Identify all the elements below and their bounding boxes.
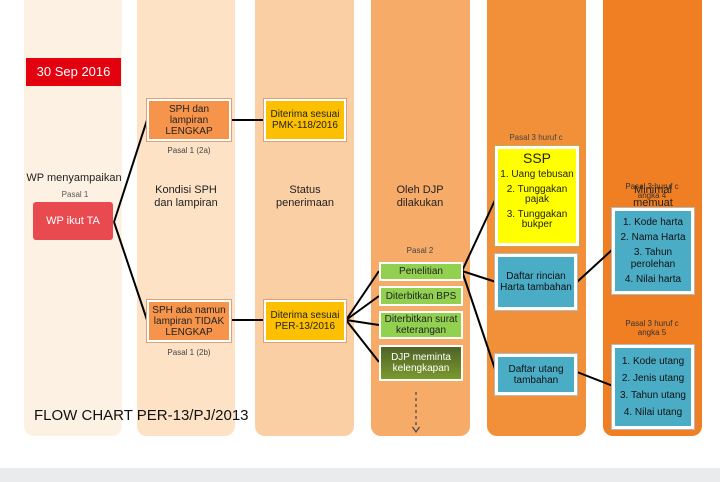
sph-lengkap-ref: Pasal 1 (2a) bbox=[167, 146, 211, 155]
header-wp-ref: Pasal 1 bbox=[61, 190, 89, 199]
utang-ref: Pasal 3 huruf c angka 5 bbox=[625, 319, 679, 337]
diterima-pmk-box: Diterima sesuai PMK-118/2016 bbox=[264, 99, 346, 141]
sph-tidak-lengkap-box: SPH ada namun lampiran TIDAK LENGKAP bbox=[147, 300, 231, 342]
minimal-memuat-header: Minimal memuat bbox=[633, 184, 673, 209]
column-kondisi bbox=[137, 0, 235, 436]
harta-ref: Pasal 3 huruf c angka 4 bbox=[625, 182, 679, 200]
flowchart-title: FLOW CHART PER-13/PJ/2013 bbox=[34, 407, 249, 424]
harta-item-1: 1. Kode harta bbox=[622, 217, 684, 229]
utang-item-1: 1. Kode utang bbox=[621, 355, 685, 367]
line-penelitian-ssp bbox=[461, 197, 497, 272]
pasal2-label: Pasal 2 bbox=[406, 246, 434, 255]
harta-list-box: 1. Kode harta 2. Nama Harta 3. Tahun per… bbox=[612, 208, 694, 294]
diterima-per-box: Diterima sesuai PER-13/2016 bbox=[264, 300, 346, 342]
line-wp-lengkap bbox=[113, 119, 148, 223]
utang-item-4: 4. Nilai utang bbox=[623, 407, 683, 419]
date-badge: 30 Sep 2016 bbox=[26, 58, 121, 86]
dashed-arrow-head bbox=[412, 426, 420, 434]
daftar-utang-box: Daftar utang tambahan bbox=[495, 354, 577, 395]
sph-lengkap-box: SPH dan lampiran LENGKAP bbox=[147, 99, 231, 141]
header-status: Status penerimaan bbox=[275, 184, 335, 209]
harta-item-3: 3. Tahun perolehan bbox=[630, 247, 676, 270]
penelitian-box: Penelitian bbox=[379, 262, 463, 281]
utang-item-2: 2. Jenis utang bbox=[621, 372, 685, 384]
header-djp: Oleh DJP dilakukan bbox=[396, 184, 444, 209]
ssp-ref: Pasal 3 huruf c bbox=[509, 133, 563, 142]
sph-tidak-lengkap-ref: Pasal 1 (2b) bbox=[167, 348, 211, 357]
wp-ikut-ta-box: WP ikut TA bbox=[33, 202, 113, 240]
line-penelitian-utang bbox=[461, 270, 497, 373]
line-per-meminta bbox=[345, 319, 380, 363]
line-per-penelitian bbox=[345, 270, 380, 321]
ssp-item-2: 2. Tunggakan pajak bbox=[506, 183, 568, 206]
harta-item-4: 4. Nilai harta bbox=[624, 273, 682, 285]
daftar-harta-box: Daftar rincian Harta tambahan bbox=[495, 254, 577, 310]
diterbitkan-bps-box: Diterbitkan BPS bbox=[379, 286, 463, 306]
bottom-bar bbox=[0, 468, 720, 482]
utang-item-3: 3. Tahun utang bbox=[620, 390, 686, 401]
header-kondisi: Kondisi SPH dan lampiran bbox=[154, 184, 218, 209]
diterbitkan-surat-box: Diterbitkan surat keterangan bbox=[379, 311, 463, 339]
djp-meminta-box: DJP meminta kelengkapan bbox=[379, 345, 463, 381]
line-wp-tidak-lengkap bbox=[113, 221, 148, 321]
harta-item-2: 2. Nama Harta bbox=[620, 232, 686, 244]
header-wp: WP menyampaikan bbox=[26, 172, 122, 184]
line-harta-list bbox=[576, 248, 614, 283]
column-status bbox=[255, 0, 354, 436]
utang-list-box: 1. Kode utang 2. Jenis utang 3. Tahun ut… bbox=[612, 345, 694, 429]
line-utang-list bbox=[576, 371, 614, 387]
ssp-box: SSP 1. Uang tebusan 2. Tunggakan pajak 3… bbox=[495, 146, 579, 246]
line-per-bps bbox=[345, 295, 380, 321]
ssp-item-3: 3. Tunggakan bukper bbox=[506, 208, 568, 231]
ssp-title: SSP bbox=[522, 150, 551, 166]
line-per-surat bbox=[345, 319, 380, 326]
ssp-item-1: 1. Uang tebusan bbox=[500, 169, 574, 181]
line-penelitian-harta bbox=[461, 270, 497, 283]
